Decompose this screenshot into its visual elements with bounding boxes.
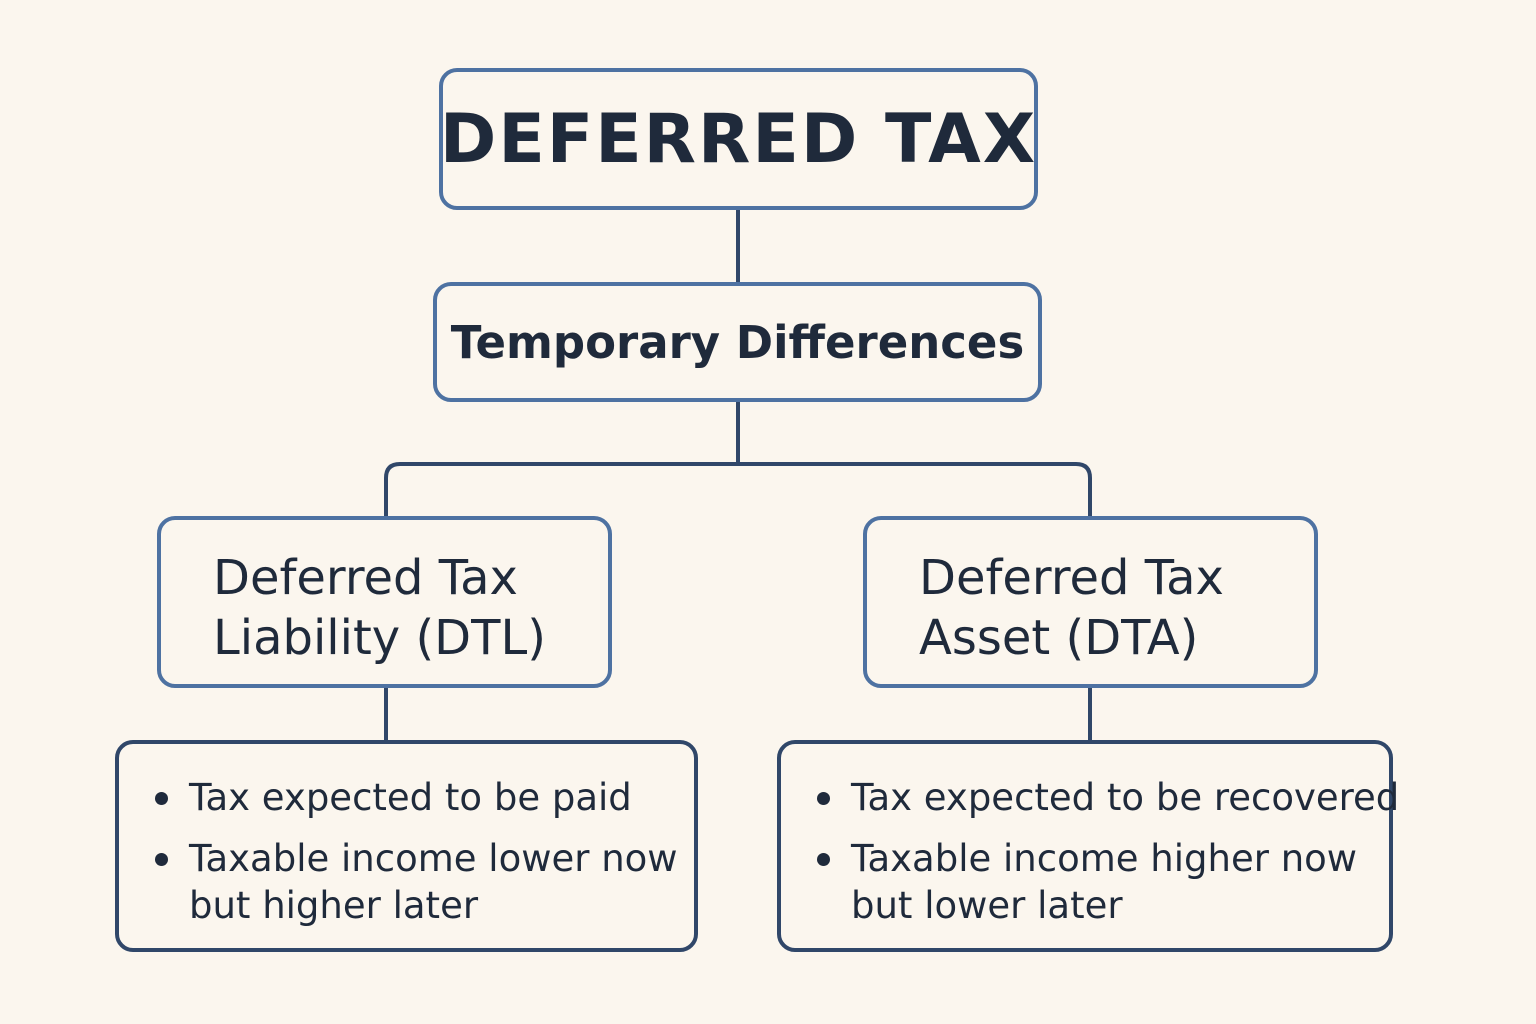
deferred-tax-asset-box: Deferred Tax Asset (DTA) [863, 516, 1318, 688]
asset-bullet-recovered: Tax expected to be recovered [817, 774, 1400, 821]
bullet-text: Tax expected to be paid [189, 776, 632, 819]
liability-bullet-list: Tax expected to be paid Taxable income l… [155, 774, 694, 929]
deferred-tax-title: DEFERRED TAX [439, 99, 1038, 179]
bullet-dot-icon [155, 853, 168, 866]
bullet-text-continued: but lower later [851, 884, 1123, 927]
asset-bullet-income: Taxable income higher now but lower late… [817, 835, 1389, 929]
liability-label-line-1: Deferred Tax [213, 550, 518, 606]
liability-bullet-paid: Tax expected to be paid [155, 774, 694, 821]
liability-details-box: Tax expected to be paid Taxable income l… [115, 740, 698, 952]
bullet-dot-icon [155, 792, 168, 805]
bullet-dot-icon [817, 853, 830, 866]
bullet-text: Tax expected to be recovered [851, 776, 1400, 819]
temporary-differences-label: Temporary Differences [450, 315, 1025, 369]
liability-bullet-income: Taxable income lower now but higher late… [155, 835, 694, 929]
bullet-text: Taxable income lower now [189, 837, 678, 880]
connector-split-branch [384, 462, 1092, 516]
bullet-dot-icon [817, 792, 830, 805]
bullet-text-continued: but higher later [189, 884, 479, 927]
bullet-text: Taxable income higher now [851, 837, 1358, 880]
asset-label-line-1: Deferred Tax [919, 550, 1224, 606]
deferred-tax-box: DEFERRED TAX [439, 68, 1038, 210]
asset-label-line-2: Asset (DTA) [919, 610, 1199, 666]
asset-bullet-list: Tax expected to be recovered Taxable inc… [817, 774, 1400, 929]
asset-details-box: Tax expected to be recovered Taxable inc… [777, 740, 1400, 952]
temporary-differences-box: Temporary Differences [433, 282, 1042, 402]
liability-label-line-2: Liability (DTL) [213, 610, 546, 666]
deferred-tax-liability-box: Deferred Tax Liability (DTL) [157, 516, 612, 688]
